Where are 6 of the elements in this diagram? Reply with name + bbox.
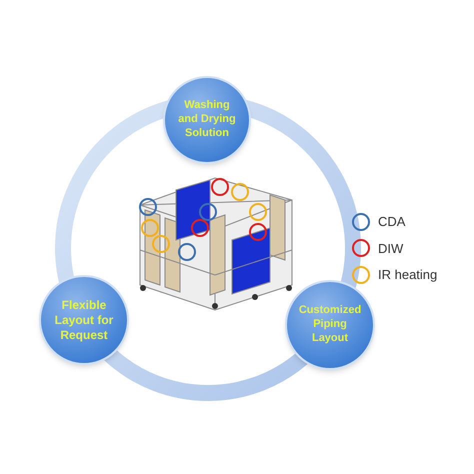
topic-label: Customized Piping Layout <box>298 304 362 346</box>
topic-label: Flexible Layout for Request <box>54 298 114 342</box>
legend-label: CDA <box>378 213 406 231</box>
legend-label: IR heating <box>378 266 438 284</box>
topic-label: Washing and Drying Solution <box>177 99 237 141</box>
legend-label: DIW <box>378 240 404 258</box>
